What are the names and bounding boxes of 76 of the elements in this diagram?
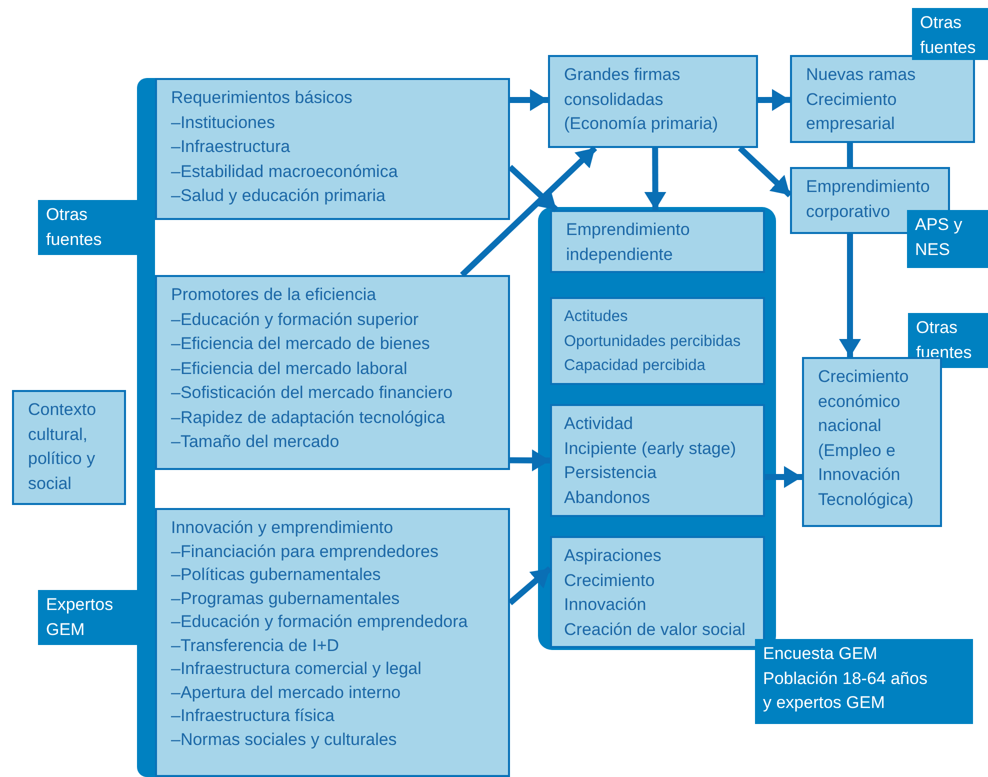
node-text: Crecimiento: [564, 570, 656, 592]
node-text: Crecimiento empresarial: [806, 88, 898, 135]
process-box: [790, 55, 975, 143]
node-text: Nuevas ramas: [806, 64, 917, 86]
pillar-heading: Promotores de la eficiencia: [171, 284, 378, 306]
process-box: [550, 297, 765, 385]
node-text: –Políticas gubernamentales: [171, 564, 382, 586]
node-text: –Sofisticación del mercado financiero: [171, 382, 454, 404]
node-text: –Transferencia de I+D: [171, 634, 340, 656]
process-box: [790, 167, 950, 234]
node-text: Grandes firmas consolidadas (Economía primaria): [564, 64, 719, 135]
node-text: Otras fuentes: [46, 204, 103, 250]
arrow: [510, 89, 548, 111]
node-text: Contexto cultural, político y social: [28, 399, 98, 494]
outcome-box: [802, 357, 942, 527]
arrow: [460, 146, 598, 278]
node-text: –Estabilidad macroeconómica: [171, 160, 399, 182]
source-label-box: [38, 590, 137, 645]
source-label-box: [908, 313, 988, 368]
pillar-box: [155, 508, 510, 777]
node-text: –Infraestructura: [171, 136, 292, 158]
node-text: Innovación: [564, 594, 648, 616]
node-text: –Educación y formación superior: [171, 308, 420, 330]
pillar-heading: Requerimientos básicos: [171, 87, 354, 109]
node-text: Creación de valor social: [564, 618, 746, 640]
context-box: [12, 390, 126, 505]
source-label-box: [38, 200, 137, 255]
node-text: Capacidad percibida: [564, 356, 706, 376]
node-text: Expertos GEM: [46, 594, 114, 640]
node-text: –Instituciones: [171, 112, 276, 134]
node-text: Oportunidades percibidas: [564, 332, 742, 352]
node-text: –Infraestructura comercial y legal: [171, 658, 422, 680]
arrow: [508, 164, 558, 212]
source-label-box: [907, 210, 988, 268]
node-text: –Eficiencia del mercado laboral: [171, 358, 408, 380]
arrow: [508, 566, 552, 606]
process-box: [548, 55, 758, 148]
source-label-box: [912, 8, 988, 60]
arrow: [839, 234, 862, 357]
node-text: Encuesta GEM: [763, 643, 878, 665]
bracket-bar: [137, 78, 155, 777]
node-text: –Educación y formación emprendedora: [171, 611, 469, 633]
node-text: y expertos GEM: [763, 692, 886, 714]
node-text: Actitudes: [564, 307, 629, 327]
node-text: Población 18-64 años: [763, 668, 928, 690]
node-text: –Eficiencia del mercado de bienes: [171, 333, 431, 355]
node-text: Abandonos: [564, 486, 652, 508]
node-text: Otras fuentes: [920, 12, 977, 58]
source-label-box: [755, 639, 973, 724]
node-text: Emprendimiento independiente: [566, 219, 691, 266]
node-text: –Apertura del mercado interno: [171, 682, 402, 704]
node-text: Incipiente (early stage): [564, 438, 737, 460]
process-box: [550, 210, 765, 273]
node-text: –Salud y educación primaria: [171, 185, 387, 207]
node-text: –Financiación para emprendedores: [171, 540, 440, 562]
connector-line: [846, 142, 853, 168]
node-text: Crecimiento económico nacional (Empleo e Innovación Tecnológica): [818, 366, 914, 510]
arrow: [510, 449, 550, 472]
node-text: Aspiraciones: [564, 545, 662, 567]
arrow: [758, 88, 790, 111]
arrow: [738, 146, 792, 198]
node-text: –Tamaño del mercado: [171, 431, 340, 453]
process-box: [550, 404, 765, 517]
process-box: [550, 536, 765, 648]
node-text: –Infraestructura física: [171, 705, 336, 727]
node-text: –Programas gubernamentales: [171, 588, 401, 610]
pillar-box: [155, 78, 510, 220]
arrow: [765, 466, 802, 488]
node-text: Persistencia: [564, 462, 658, 484]
pillar-heading: Innovación y emprendimiento: [171, 517, 394, 539]
arrow: [644, 148, 666, 210]
node-text: Actividad: [564, 413, 634, 435]
node-text: –Rapidez de adaptación tecnológica: [171, 406, 446, 428]
node-text: –Normas sociales y culturales: [171, 728, 398, 750]
node-text: APS y NES: [915, 214, 964, 260]
pillar-box: [155, 275, 510, 470]
